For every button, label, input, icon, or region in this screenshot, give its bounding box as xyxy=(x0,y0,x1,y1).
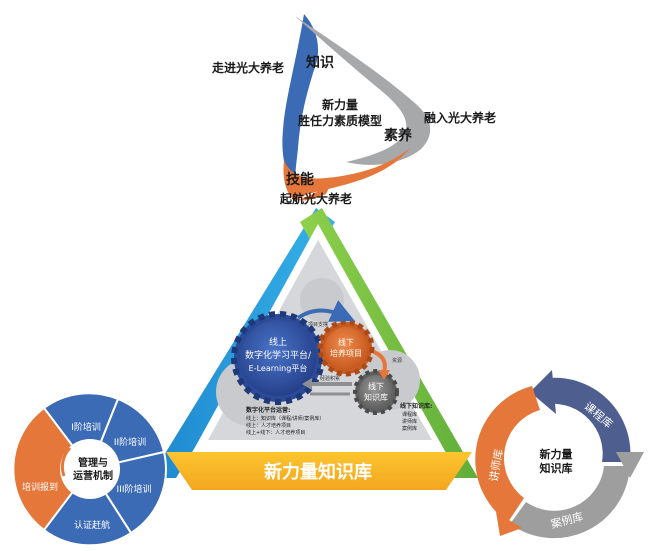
big-gear-line3: E-Learning平台 xyxy=(249,363,308,373)
arrow-mid-label: 经验积累 xyxy=(320,375,340,382)
big-gear-line2: 数字化学习平台/ xyxy=(245,349,312,361)
label-rongru: 融入光大养老 xyxy=(424,110,496,125)
wheel-center-line2: 运营机制 xyxy=(73,469,113,482)
offline-item-1: 课程库 xyxy=(402,411,417,418)
small-gear-line2: 知识库 xyxy=(364,392,388,402)
cycle-arrow-lecturer-head-icon xyxy=(496,512,522,536)
arrow-right-label: 资源 xyxy=(392,357,402,364)
wheel-label-certify: 认证赶航 xyxy=(74,519,110,531)
gear-panel: 线上 数字化学习平台/ E-Learning平台 线下 培养项目 线下 知识库 … xyxy=(208,240,432,440)
knowledge-cycle: 新力量 知识库 课程库 案例库 讲师库 xyxy=(475,370,644,539)
big-gear: 线上 数字化学习平台/ E-Learning平台 xyxy=(231,311,325,405)
mid-gear: 线下 培养项目 xyxy=(317,319,375,377)
label-knowledge: 知识 xyxy=(306,54,334,71)
arrow-top-label: 项目支撑 xyxy=(308,321,328,328)
wheel-label-stage2: II阶培训 xyxy=(114,436,146,448)
offline-item-2: 讲师库 xyxy=(402,418,417,425)
wheel-center-line1: 管理与 xyxy=(78,456,108,469)
wheel-label-stage3: III阶培训 xyxy=(117,483,152,495)
offline-item-3: 案例库 xyxy=(402,425,417,432)
wheel-center-arrow-icon xyxy=(60,446,72,477)
mid-gear-line1: 线下 xyxy=(338,337,354,347)
cycle-arrow-lecturer xyxy=(475,386,540,522)
arrow-top-icon xyxy=(296,300,355,322)
label-qihang: 起航光大养老 xyxy=(279,191,352,206)
cycle-center xyxy=(522,428,590,496)
cycle-center-line2: 知识库 xyxy=(539,461,573,475)
cycle-arrow-case xyxy=(510,466,630,539)
arrow-right-icon xyxy=(373,350,387,373)
wheel-label-stage1: I阶培训 xyxy=(71,421,101,433)
platform-item-2: 线上：人才培养项目 xyxy=(246,422,291,429)
wheel-seg-certify xyxy=(42,467,133,547)
platform-item-1: 线上：知识库（课程/讲师/案例库） xyxy=(246,415,324,422)
wheel-seg-stage1 xyxy=(42,392,120,472)
offline-title: 线下知识库: xyxy=(400,402,432,410)
cycle-arrow-course-head-icon xyxy=(530,370,556,414)
cycle-arrow-case-head-icon xyxy=(616,452,644,478)
model-center-line1: 新力量 xyxy=(322,97,358,112)
small-gear-line1: 线下 xyxy=(368,381,384,391)
mid-gear-line2: 培养项目 xyxy=(330,348,362,358)
platform-title: 数字化平台运营: xyxy=(246,406,290,414)
arrow-mid-head-icon xyxy=(302,378,312,390)
bottom-side-label: 新力量知识库 xyxy=(264,461,372,483)
skill-swoosh-tail xyxy=(298,186,330,201)
small-gear: 线下 知识库 xyxy=(353,369,399,415)
triangle-bottom-side xyxy=(166,452,472,490)
label-skill: 技能 xyxy=(286,171,314,188)
wheel-label-report: 培训报到 xyxy=(22,481,58,493)
mechanism-wheel: 管理与 运营机制 I阶培训 II阶培训 III阶培训 认证赶航 培训报到 xyxy=(12,392,167,547)
cycle-center-line1: 新力量 xyxy=(540,447,573,461)
cycle-label-lecturer: 讲师库 xyxy=(486,448,506,483)
wheel-seg-report xyxy=(12,406,92,532)
big-gear-line1: 线上 xyxy=(269,336,287,348)
platform-item-3: 线上+线下：人才培养项目 xyxy=(246,429,305,436)
label-quality: 素养 xyxy=(384,127,413,144)
wheel-center xyxy=(60,439,120,499)
skill-swoosh xyxy=(283,148,410,202)
label-zoujin: 走进光大养老 xyxy=(212,60,284,75)
arrow-right-head-icon xyxy=(378,370,390,380)
quality-swoosh xyxy=(295,16,431,165)
competency-model: 知识 素养 技能 新力量 胜任力素质模型 走进光大养老 融入光大养老 起航光大养… xyxy=(212,14,496,206)
model-center-line2: 胜任力素质模型 xyxy=(298,113,382,128)
knowledge-swoosh xyxy=(282,14,319,196)
cycle-arrow-course xyxy=(548,377,631,462)
